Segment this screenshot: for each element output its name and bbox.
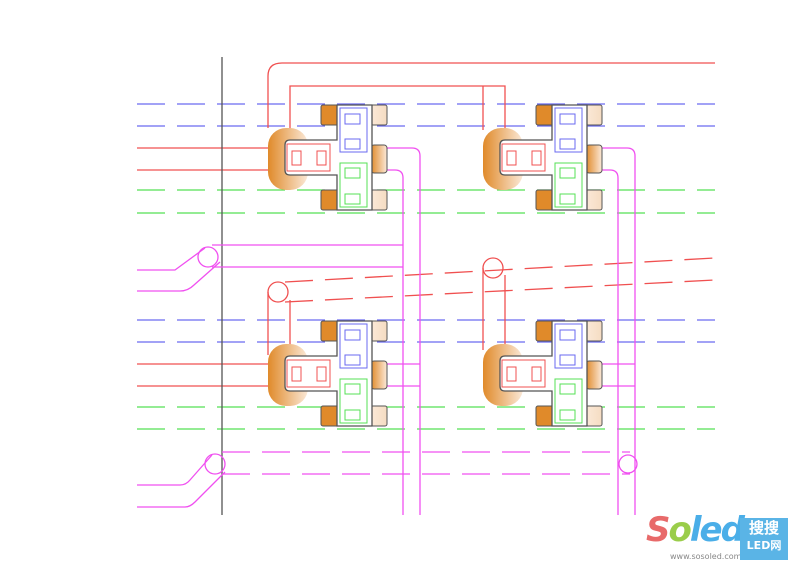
beige-pad	[370, 405, 388, 427]
red-chip-pad	[316, 150, 327, 166]
orange-pad	[320, 320, 340, 342]
orange-pad	[585, 144, 603, 174]
led-body-frame	[284, 320, 373, 427]
magenta-input-trace	[137, 261, 221, 292]
blue-chip	[554, 107, 583, 153]
blue-chip	[339, 107, 368, 153]
orange-pad	[320, 189, 340, 211]
led-body-frame	[499, 320, 588, 427]
orange-pad	[320, 405, 340, 427]
blue-chip	[554, 323, 583, 369]
orange-pad	[535, 104, 555, 126]
red-chip-pad	[316, 366, 327, 382]
green-chip	[554, 378, 583, 424]
blue-chip-pad	[559, 138, 576, 150]
green-chip-pad	[344, 167, 361, 179]
beige-pad	[585, 189, 603, 211]
logo-o: o	[668, 510, 692, 550]
red-crossover-circle	[267, 281, 289, 303]
soled-logo: Soled www.sosoled.com 搜搜 LED网	[640, 510, 790, 570]
blue-chip-pad	[344, 329, 361, 341]
red-chip-pad	[506, 366, 517, 382]
blue-chip-pad	[559, 354, 576, 366]
magenta-column-trace	[600, 147, 636, 515]
red-chip	[501, 143, 546, 172]
beige-pad	[370, 189, 388, 211]
red-chip-pad	[531, 366, 542, 382]
red-chip	[286, 359, 331, 388]
orange-pad	[535, 189, 555, 211]
red-top-trace	[267, 62, 715, 128]
green-chip-pad	[344, 193, 361, 205]
red-chip	[286, 143, 331, 172]
green-chip-pad	[344, 383, 361, 395]
magenta-crossover-circle	[204, 453, 226, 475]
red-trace	[289, 85, 506, 140]
logo-url: www.sosoled.com	[670, 552, 742, 561]
magenta-input-trace	[137, 454, 213, 486]
red-crossover-circle	[482, 257, 504, 279]
red-chip-pad	[291, 366, 302, 382]
beige-pad	[585, 405, 603, 427]
blue-chip-pad	[344, 354, 361, 366]
orange-pad	[370, 144, 388, 174]
logo-badge: 搜搜 LED网	[740, 518, 788, 560]
magenta-input-trace	[137, 471, 226, 508]
logo-led: led	[689, 510, 745, 550]
blue-chip-pad	[559, 329, 576, 341]
green-chip-pad	[559, 167, 576, 179]
magenta-column-trace	[385, 147, 421, 515]
led-body-frame	[499, 104, 588, 211]
blue-chip-pad	[344, 138, 361, 150]
magenta-input-trace	[137, 247, 206, 271]
green-chip-pad	[559, 383, 576, 395]
green-chip	[554, 162, 583, 208]
logo-s: S	[646, 510, 670, 550]
logo-cn: 搜搜	[748, 519, 779, 537]
red-chip-pad	[531, 150, 542, 166]
led-body-frame	[284, 104, 373, 211]
red-chip-pad	[291, 150, 302, 166]
orange-pad	[585, 360, 603, 390]
red-chip	[501, 359, 546, 388]
green-chip	[339, 162, 368, 208]
magenta-crossover-circle	[618, 454, 638, 474]
blue-chip-pad	[344, 113, 361, 125]
magenta-column-trace	[385, 169, 404, 515]
magenta-column-trace	[600, 169, 619, 515]
beige-pad	[585, 104, 603, 126]
red-dashed-diagonal	[284, 279, 716, 303]
orange-pad	[320, 104, 340, 126]
magenta-crossover-circle	[197, 246, 219, 268]
blue-chip-pad	[559, 113, 576, 125]
orange-pad	[535, 320, 555, 342]
red-dashed-diagonal	[284, 257, 716, 283]
blue-chip	[339, 323, 368, 369]
logo-word: Soled	[646, 510, 745, 550]
orange-pad	[370, 360, 388, 390]
red-chip-pad	[506, 150, 517, 166]
orange-pad	[535, 405, 555, 427]
green-chip-pad	[559, 193, 576, 205]
green-chip	[339, 378, 368, 424]
beige-pad	[370, 104, 388, 126]
green-chip-pad	[559, 409, 576, 421]
beige-pad	[370, 320, 388, 342]
green-chip-pad	[344, 409, 361, 421]
logo-sub: LED网	[746, 539, 782, 552]
beige-pad	[585, 320, 603, 342]
